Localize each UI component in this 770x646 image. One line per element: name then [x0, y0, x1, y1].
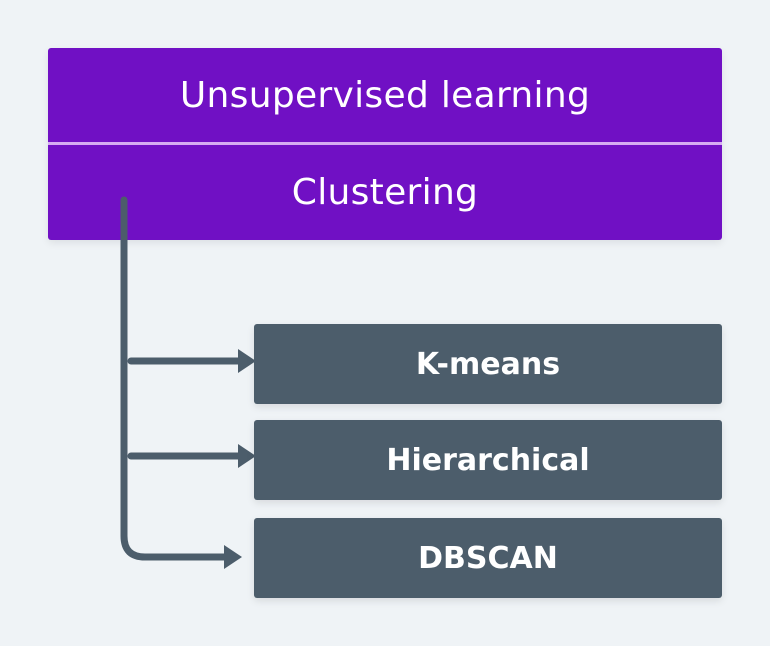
unsupervised-learning-card: Unsupervised learning Clustering	[48, 48, 722, 240]
method-box-hierarchical: Hierarchical	[254, 420, 722, 500]
arrowhead-kmeans	[238, 349, 256, 373]
arrowhead-dbscan	[224, 545, 242, 569]
header-subtitle: Clustering	[291, 171, 479, 213]
header-title: Unsupervised learning	[179, 74, 591, 116]
trunk-line	[120, 196, 234, 561]
method-box-dbscan: DBSCAN	[254, 518, 722, 598]
header-divider	[48, 142, 722, 145]
arrowhead-hierarchical	[238, 444, 256, 468]
method-box-kmeans: K-means	[254, 324, 722, 404]
